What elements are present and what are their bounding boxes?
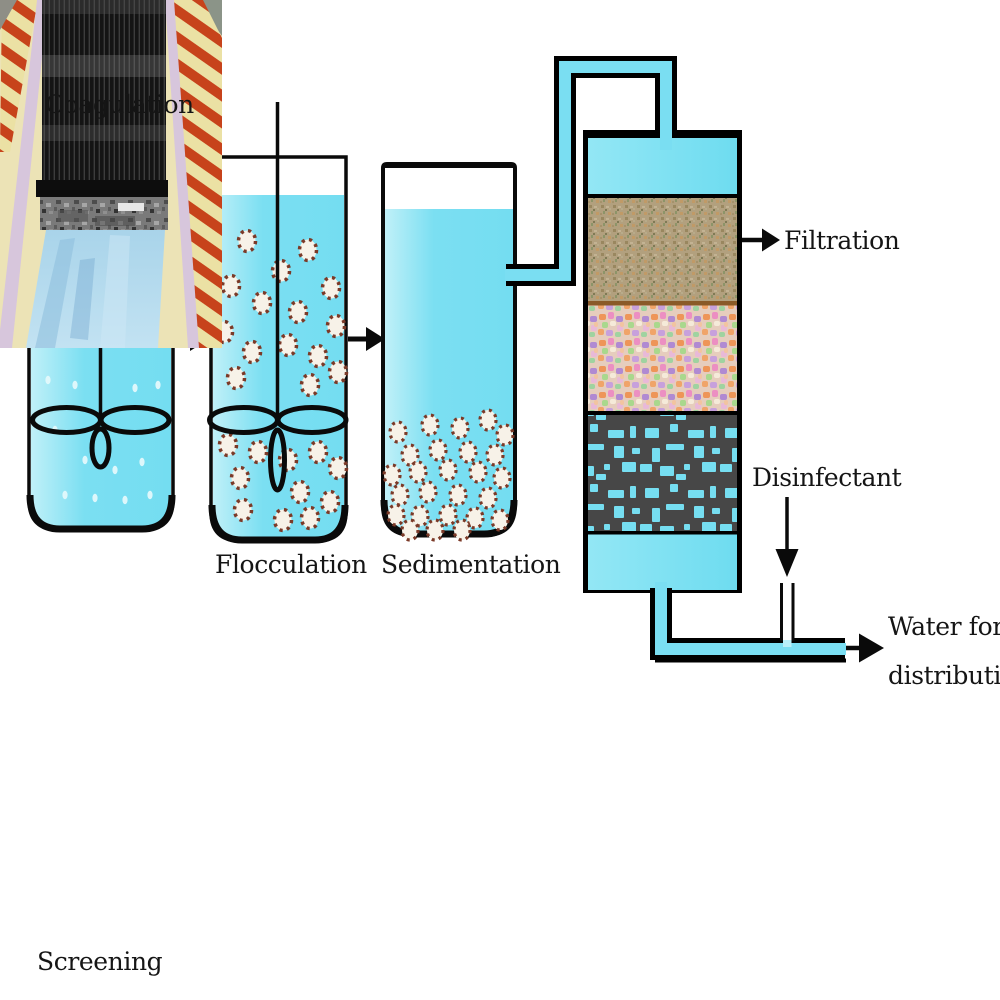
hazard-stripes-right bbox=[171, 0, 222, 348]
flocculation-beaker bbox=[207, 102, 349, 544]
gravel-layer bbox=[588, 305, 737, 411]
flow-arrow-icon bbox=[348, 327, 385, 351]
settled-floc-particles bbox=[382, 408, 515, 542]
coagulation-label: Coagulation bbox=[45, 90, 194, 119]
distribution-arrow-icon bbox=[846, 633, 884, 663]
right-wall-band bbox=[165, 0, 199, 348]
concrete-sill bbox=[40, 197, 168, 230]
screening-label: Screening bbox=[37, 947, 163, 976]
screening-photo bbox=[0, 0, 222, 348]
disinfectant-injector bbox=[780, 583, 795, 647]
distribution-label: Water for distribution bbox=[888, 602, 1000, 700]
disinfectant-label: Disinfectant bbox=[752, 463, 902, 492]
sedimentation-beaker bbox=[380, 162, 518, 542]
sand-layer bbox=[588, 198, 737, 301]
distribution-label-line2: distribution bbox=[888, 661, 1000, 690]
disinfectant-arrow-icon bbox=[775, 497, 799, 577]
filtration-label: Filtration bbox=[784, 226, 900, 255]
left-wall-band bbox=[0, 0, 48, 348]
outlet-pipe bbox=[650, 582, 846, 663]
flocculation-label: Flocculation bbox=[215, 550, 367, 579]
filtration-arrow-icon bbox=[742, 228, 780, 252]
hazard-stripes-left bbox=[0, 0, 38, 152]
column-bottom-water bbox=[588, 534, 737, 590]
channel-water bbox=[26, 230, 165, 348]
filter-column bbox=[583, 130, 742, 593]
distribution-label-line1: Water for bbox=[888, 612, 1000, 641]
bar-screen bbox=[36, 0, 168, 197]
inlet-pipe bbox=[505, 56, 677, 286]
sedimentation-label: Sedimentation bbox=[381, 550, 561, 579]
floc-particles bbox=[213, 228, 349, 533]
stirrer-icon bbox=[207, 102, 349, 493]
